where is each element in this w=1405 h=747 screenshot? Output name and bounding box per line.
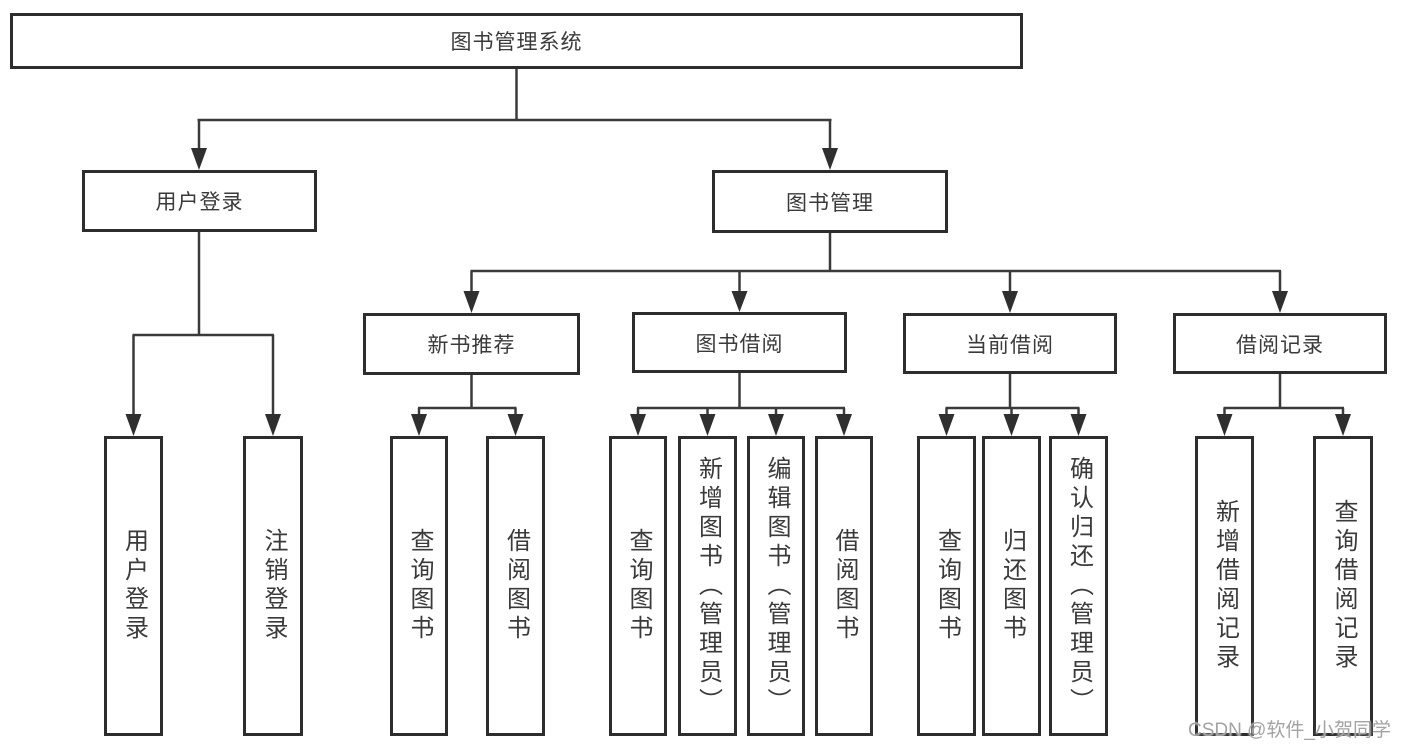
leaf-current-query-books: 查询图书 <box>917 436 976 736</box>
leaf-label: 新增图书（管理员） <box>694 455 722 717</box>
node-new-book-recommend: 新书推荐 <box>363 313 580 375</box>
node-user-login: 用户登录 <box>82 170 317 232</box>
leaf-logout: 注销登录 <box>243 436 303 736</box>
leaf-label: 新增借阅记录 <box>1211 499 1239 673</box>
node-current-borrow: 当前借阅 <box>903 313 1117 374</box>
leaf-current-confirm-return-admin: 确认归还（管理员） <box>1049 436 1108 736</box>
leaf-label: 确认归还（管理员） <box>1065 455 1093 717</box>
leaf-records-add: 新增借阅记录 <box>1195 436 1254 736</box>
leaf-label: 注销登录 <box>260 528 287 644</box>
node-label: 新书推荐 <box>427 334 516 357</box>
csdn-watermark: CSDN @软件_小贺同学 <box>1188 720 1391 741</box>
node-label: 图书借阅 <box>695 332 784 356</box>
node-label: 图书管理 <box>786 191 874 215</box>
leaf-label: 借阅图书 <box>831 528 858 644</box>
node-label: 当前借阅 <box>966 333 1054 357</box>
leaf-label: 编辑图书（管理员） <box>763 455 790 717</box>
leaf-label: 借阅图书 <box>502 528 530 644</box>
node-book-borrow: 图书借阅 <box>632 312 847 373</box>
node-label: 用户登录 <box>155 191 244 214</box>
leaf-borrow-edit-books-admin: 编辑图书（管理员） <box>747 436 805 736</box>
node-book-management: 图书管理 <box>712 170 948 233</box>
leaf-borrow-add-books-admin: 新增图书（管理员） <box>678 436 737 736</box>
node-borrow-records: 借阅记录 <box>1173 313 1387 374</box>
leaf-user-login: 用户登录 <box>104 436 163 736</box>
leaf-current-return-books: 归还图书 <box>982 436 1041 736</box>
node-label: 图书管理系统 <box>450 31 583 54</box>
leaf-label: 用户登录 <box>120 528 148 644</box>
leaf-label: 归还图书 <box>998 528 1026 644</box>
leaf-recommend-query-books: 查询图书 <box>390 436 448 736</box>
leaf-label: 查询借阅记录 <box>1330 499 1357 673</box>
leaf-borrow-query-books: 查询图书 <box>609 436 667 736</box>
leaf-borrow-borrow-books: 借阅图书 <box>815 436 873 736</box>
leaf-label: 查询图书 <box>625 528 652 644</box>
leaf-label: 查询图书 <box>406 528 433 644</box>
leaf-recommend-borrow-books: 借阅图书 <box>486 436 545 736</box>
leaf-records-query: 查询借阅记录 <box>1313 436 1373 736</box>
node-library-system: 图书管理系统 <box>10 13 1023 69</box>
node-label: 借阅记录 <box>1236 333 1324 357</box>
leaf-label: 查询图书 <box>933 528 961 644</box>
